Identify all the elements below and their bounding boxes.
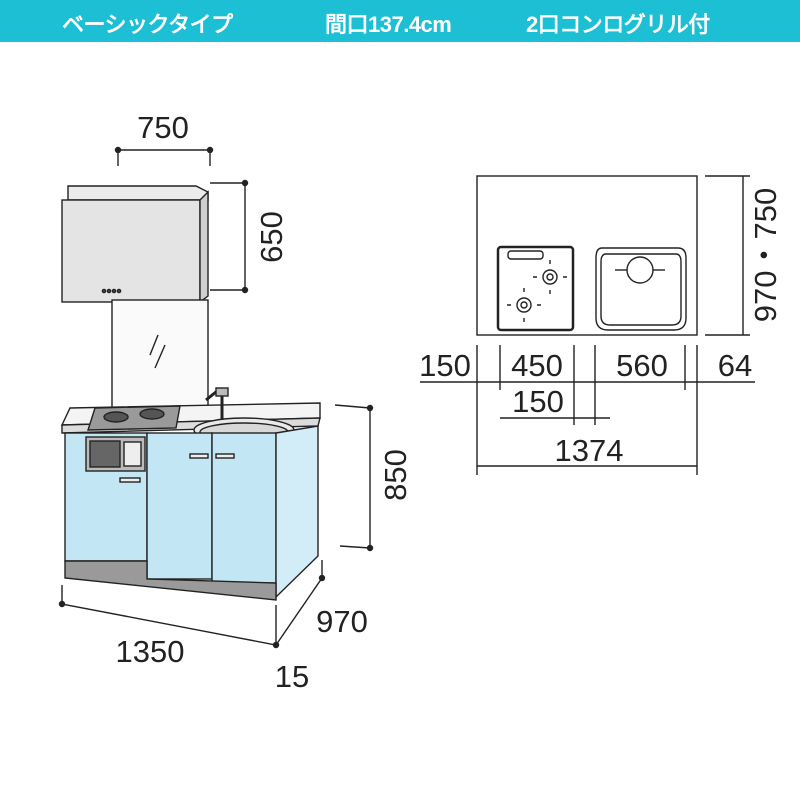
counter-height-dimension [334, 404, 374, 552]
depth-dimension [275, 560, 326, 646]
hood-width-dimension [114, 146, 214, 166]
depth-label: 970 [316, 604, 368, 639]
type-label: ベーシックタイプ [62, 12, 233, 37]
faucet [205, 387, 229, 420]
left-margin-label: 150 [419, 348, 471, 383]
top-view-counter [476, 175, 698, 336]
side-gap-label: 15 [275, 659, 309, 694]
hood-height-dimension [210, 179, 249, 294]
top-depth-label: 970・750 [748, 188, 783, 322]
stove-top [87, 405, 181, 431]
top-view-sink [595, 247, 687, 331]
width-label: 間口137.4cm [325, 12, 452, 37]
total-width-label: 1374 [555, 433, 624, 468]
stove-width-label: 450 [511, 348, 563, 383]
backsplash-panel [111, 299, 209, 413]
feature-label: 2口コンログリル付 [526, 12, 710, 37]
sink-width-label: 560 [616, 348, 668, 383]
top-view-width-dimensions [420, 345, 755, 475]
hood-width-label: 750 [137, 110, 189, 145]
right-margin-label: 64 [718, 348, 752, 383]
gap-label: 150 [512, 384, 564, 419]
cabinet-body [64, 425, 319, 601]
range-hood [61, 185, 209, 304]
hood-height-label: 650 [254, 211, 289, 263]
top-view-depth-dimension [705, 175, 750, 336]
body-width-label: 1350 [116, 634, 185, 669]
top-view-stove [496, 245, 575, 332]
counter-height-label: 850 [378, 449, 413, 501]
header-bar: ベーシックタイプ 間口137.4cm 2口コンログリル付 [0, 0, 800, 42]
